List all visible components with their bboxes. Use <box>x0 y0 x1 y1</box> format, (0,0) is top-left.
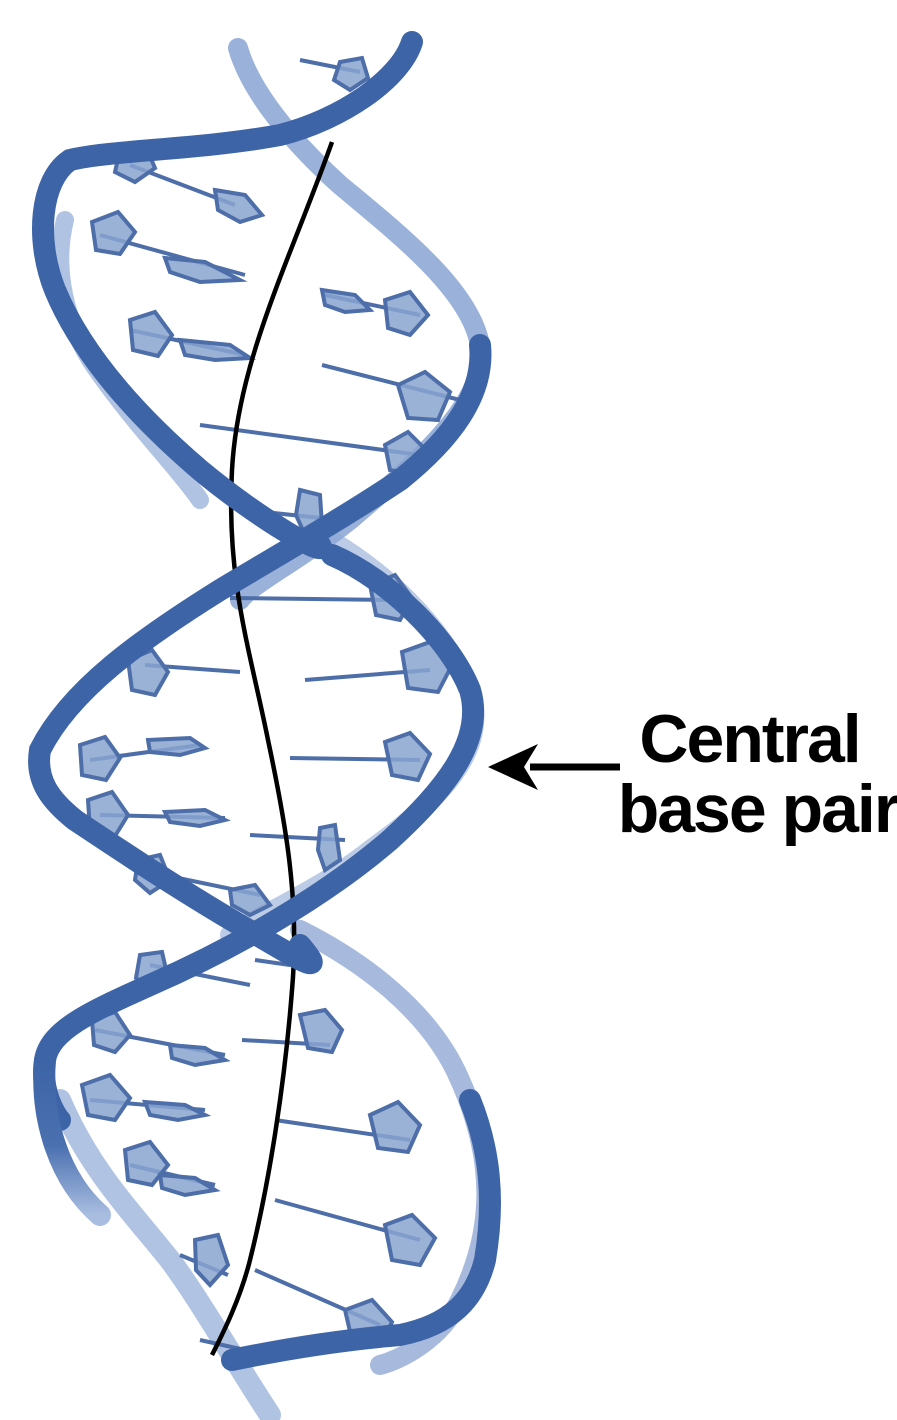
central-base-pair-label: Central base pair <box>618 701 897 847</box>
base-pentagon <box>195 1235 228 1285</box>
base-pentagon <box>385 733 430 780</box>
left-arrow-icon <box>488 744 620 790</box>
base-pentagon <box>82 1075 130 1120</box>
base-pentagon <box>165 810 225 826</box>
base-pentagon <box>398 372 450 420</box>
base-pentagon <box>370 1102 420 1152</box>
label-line-1: Central <box>639 701 859 777</box>
base-pentagon <box>385 292 428 335</box>
base-pentagon <box>145 1102 205 1120</box>
base-pentagon <box>385 1215 435 1265</box>
base-pentagon <box>322 290 370 312</box>
base-pentagon <box>215 190 262 222</box>
base-pentagon <box>180 340 250 360</box>
base-pentagon <box>160 1175 215 1195</box>
base-pentagon <box>170 1045 225 1065</box>
base-pentagon <box>80 737 120 780</box>
base-pentagon <box>92 212 135 254</box>
base-pentagon <box>300 1010 342 1052</box>
helix-axis-line <box>212 142 332 1355</box>
backbone-back-strand <box>60 48 486 1415</box>
label-line-2: base pair <box>618 771 897 847</box>
base-pentagon <box>148 738 205 755</box>
base-pentagon <box>318 825 340 870</box>
base-pentagon <box>130 312 172 356</box>
